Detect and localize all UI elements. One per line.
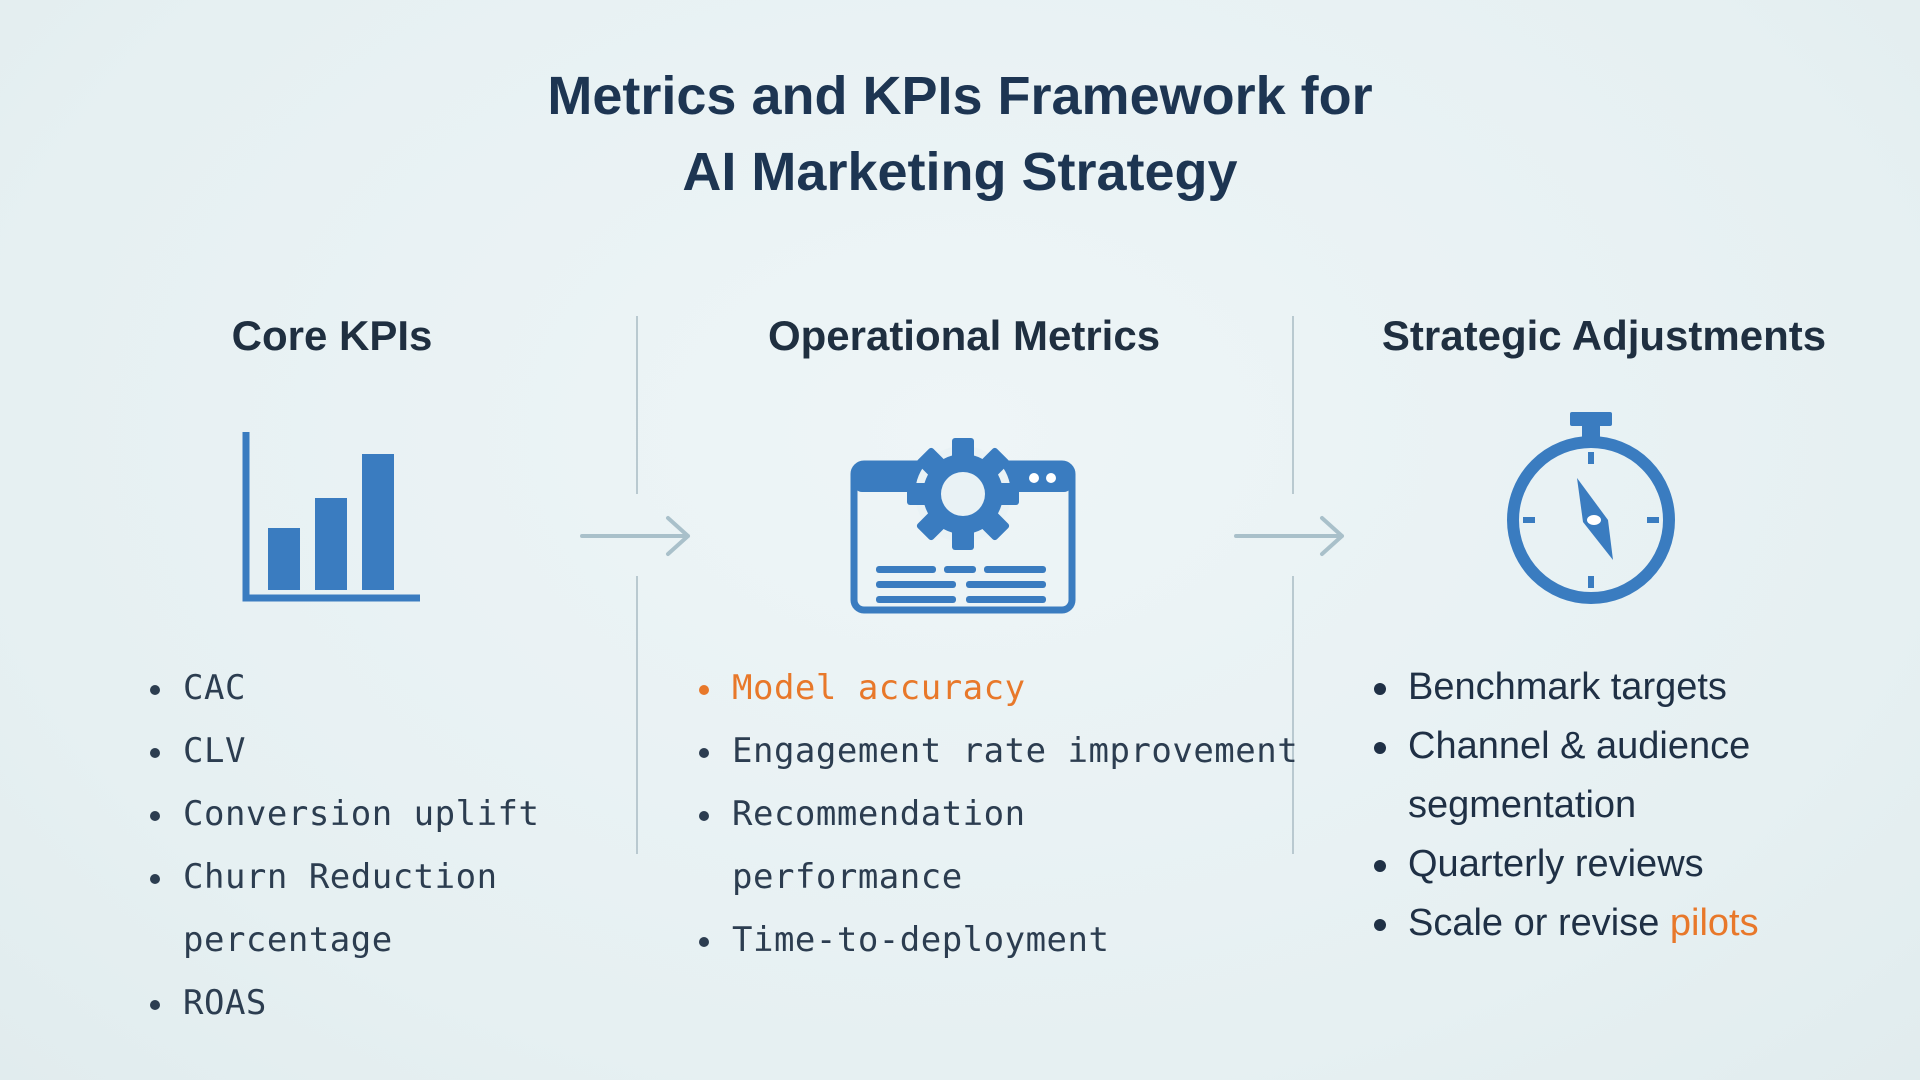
column-heading-core-kpis: Core KPIs [231, 312, 433, 359]
list-item: Benchmark targets [1374, 658, 1759, 717]
list-item: Scale or revise pilots [1374, 894, 1759, 953]
gear-window-icon [850, 438, 1076, 614]
list-item: CAC [150, 657, 540, 720]
page-title-line-2: AI Marketing Strategy [682, 142, 1238, 202]
divider-2-bottom [1292, 576, 1294, 854]
list-item: Channel & audience [1374, 717, 1759, 776]
operational-metrics-list: Model accuracy Engagement rate improveme… [698, 657, 1298, 972]
list-item: Quarterly reviews [1374, 835, 1759, 894]
column-heading-strategic-adjustments: Strategic Adjustments [1381, 312, 1827, 359]
list-item: CLV [150, 720, 540, 783]
divider-2-top [1292, 316, 1294, 494]
highlighted-word: pilots [1669, 902, 1759, 944]
divider-1-top [636, 316, 638, 494]
list-item-text: Scale or revise [1408, 902, 1670, 944]
list-item: Conversion uplift [150, 783, 540, 846]
list-item: Time-to-deployment [698, 909, 1298, 972]
list-item: Churn Reduction [150, 846, 540, 909]
divider-1-bottom [636, 576, 638, 854]
page-title-line-1: Metrics and KPIs Framework for [547, 66, 1373, 126]
list-item: Recommendation [698, 783, 1298, 846]
list-item-continuation: segmentation [1408, 784, 1637, 826]
list-item-continuation: performance [732, 857, 963, 897]
arrow-right-icon [580, 516, 690, 556]
list-item: Engagement rate improvement [698, 720, 1298, 783]
bar-chart-icon [242, 432, 420, 602]
arrow-right-icon [1234, 516, 1344, 556]
list-item: ROAS [150, 972, 540, 1035]
core-kpis-list: CAC CLV Conversion uplift Churn Reductio… [150, 657, 540, 1035]
column-heading-operational-metrics: Operational Metrics [767, 312, 1161, 359]
stopwatch-compass-icon [1507, 412, 1675, 604]
list-item-highlighted: Model accuracy [698, 657, 1298, 720]
strategic-adjustments-list: Benchmark targets Channel & audience seg… [1374, 658, 1759, 953]
list-item-continuation: percentage [183, 920, 393, 960]
